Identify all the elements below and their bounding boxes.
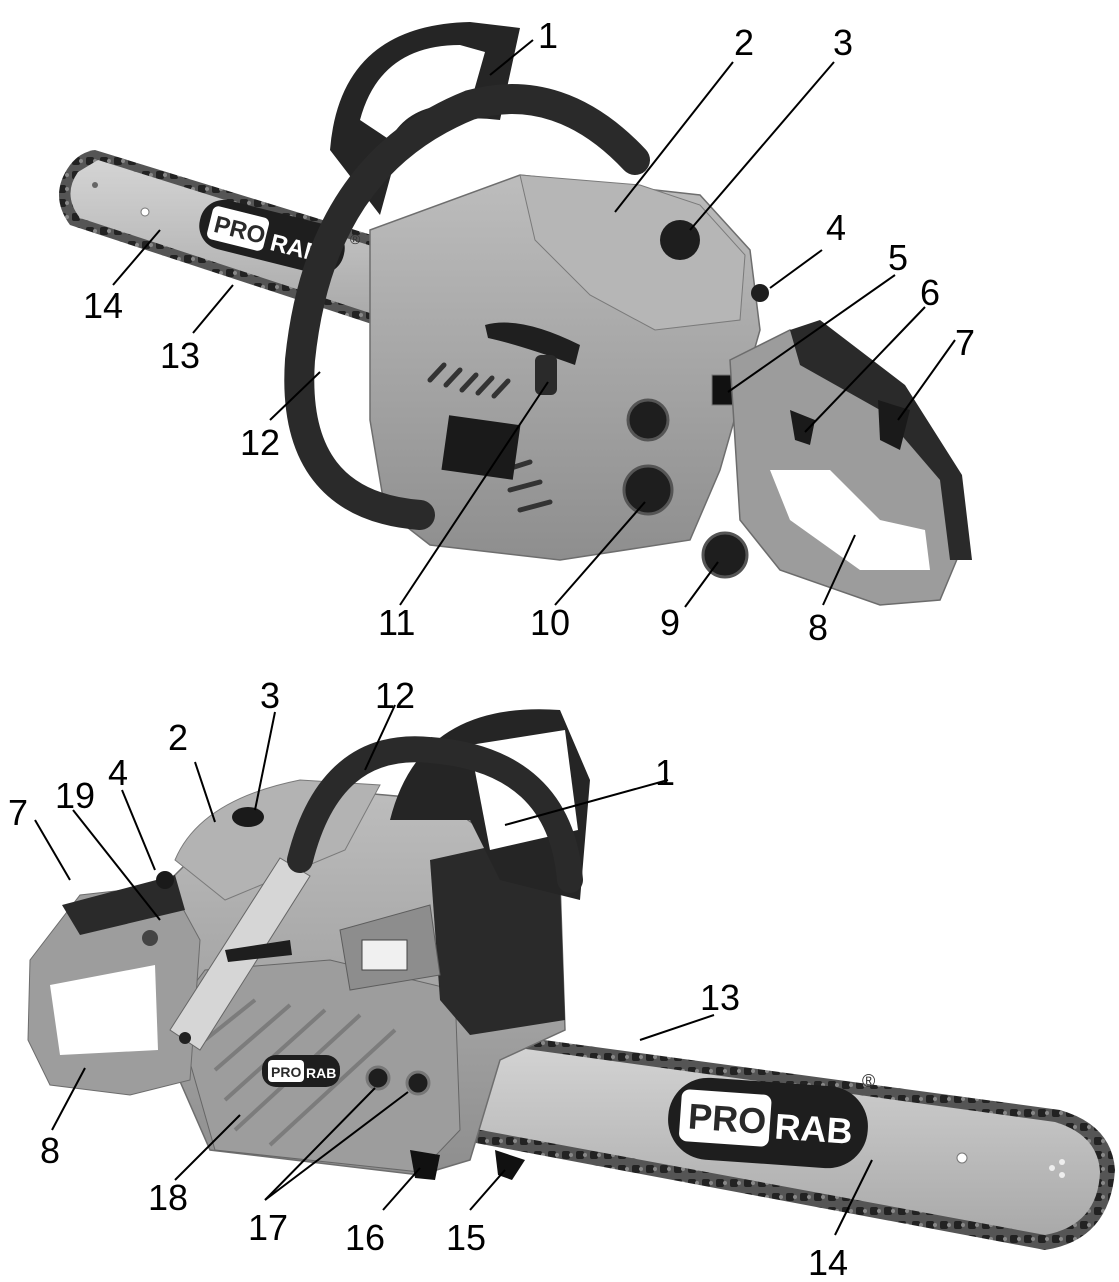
top-throttle-lockout xyxy=(878,400,910,450)
bottom-callout-8: 8 xyxy=(40,1130,60,1171)
bottom-bar-nut-2 xyxy=(405,1070,431,1096)
top-callout-3: 3 xyxy=(833,22,853,63)
top-callout-10: 10 xyxy=(530,602,570,643)
top-callout-9: 9 xyxy=(660,602,680,643)
top-chainsaw: PRO RAB ® xyxy=(59,22,972,606)
bottom-front-handle xyxy=(287,736,583,893)
bottom-tension-knob xyxy=(225,940,292,962)
top-rear-handle xyxy=(729,320,972,606)
top-callout-1: 1 xyxy=(538,15,558,56)
top-throttle-trigger xyxy=(790,410,815,445)
bottom-callout-13: 13 xyxy=(700,977,740,1018)
bottom-logo-left: PRO xyxy=(687,1095,768,1141)
top-logo-registered: ® xyxy=(350,231,361,247)
bottom-callout-3: 3 xyxy=(260,675,280,716)
bottom-clutch-area xyxy=(430,840,565,1035)
bottom-callout-15: 15 xyxy=(446,1217,486,1258)
bottom-logo-registered: ® xyxy=(862,1071,875,1091)
bottom-callouts: 1 2 3 4 7 8 12 13 14 15 16 17 18 19 xyxy=(8,675,848,1282)
top-callout-7: 7 xyxy=(955,322,975,363)
bottom-callout-12: 12 xyxy=(375,675,415,716)
bottom-cover-logo-left: PRO xyxy=(271,1064,301,1080)
top-choke-knob xyxy=(751,284,769,302)
top-callouts: 1 2 3 4 5 6 7 8 9 10 11 12 13 14 xyxy=(83,15,975,648)
top-bar-logo: PRO RAB ® xyxy=(199,199,361,275)
bottom-cover-logo-right: RAB xyxy=(306,1065,336,1081)
top-front-handle xyxy=(284,84,650,530)
bottom-logo-right: RAB xyxy=(773,1106,854,1152)
top-leader-lines xyxy=(112,39,956,608)
top-starter-handle xyxy=(485,322,580,395)
top-vent-slots xyxy=(427,362,553,513)
top-callout-8: 8 xyxy=(808,607,828,648)
bottom-throttle-lock xyxy=(142,930,158,946)
bottom-leader-lines xyxy=(34,704,873,1236)
top-engine-body xyxy=(369,174,769,579)
bottom-callout-18: 18 xyxy=(148,1177,188,1218)
top-callout-6: 6 xyxy=(920,272,940,313)
bottom-air-cap xyxy=(232,807,264,827)
bottom-cover-logo: PRO RAB xyxy=(262,1055,340,1087)
top-fuel-cap xyxy=(701,531,749,579)
top-callout-2: 2 xyxy=(734,22,754,63)
bottom-callout-19: 19 xyxy=(55,775,95,816)
top-callout-13: 13 xyxy=(160,335,200,376)
bottom-callout-2: 2 xyxy=(168,717,188,758)
bottom-rear-handle xyxy=(27,871,201,1096)
bottom-callout-14: 14 xyxy=(808,1242,848,1282)
bottom-callout-17: 17 xyxy=(248,1207,288,1248)
bottom-guide-bar: PRO RAB ® xyxy=(455,1030,1115,1250)
top-primer-knob xyxy=(626,398,670,442)
top-callout-14: 14 xyxy=(83,285,123,326)
top-callout-5: 5 xyxy=(888,237,908,278)
bottom-callout-16: 16 xyxy=(345,1217,385,1258)
bottom-chainsaw: PRO RAB ® PRO RAB xyxy=(27,709,1115,1250)
top-callout-4: 4 xyxy=(826,207,846,248)
bottom-callout-1: 1 xyxy=(655,752,675,793)
bottom-callout-4: 4 xyxy=(108,752,128,793)
bottom-bar-nut-1 xyxy=(365,1065,391,1091)
top-callout-12: 12 xyxy=(240,422,280,463)
bottom-choke-knob xyxy=(156,871,174,889)
bottom-callout-7: 7 xyxy=(8,792,28,833)
bottom-chain-catcher xyxy=(410,1150,440,1180)
top-callout-11: 11 xyxy=(378,602,415,643)
bottom-bar-logo: PRO RAB ® xyxy=(668,1071,875,1169)
top-oil-cap xyxy=(622,464,674,516)
